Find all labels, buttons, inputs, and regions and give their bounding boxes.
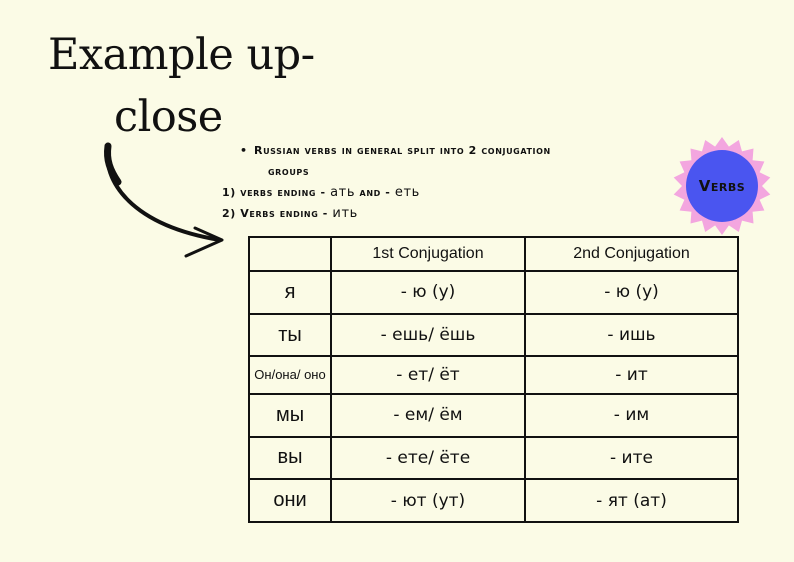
first-ending-cell: - ете/ ёте xyxy=(330,435,526,481)
header-first-conjugation: 1st Conjugation xyxy=(330,236,526,272)
title-line-2: close xyxy=(114,92,223,142)
header-pronoun xyxy=(248,236,332,272)
second-ending-cell: - ит xyxy=(524,355,739,395)
second-ending-cell: - ишь xyxy=(524,312,739,358)
conjugation-table: 1st Conjugation 2nd Conjugation я - ю (у… xyxy=(248,236,739,523)
first-ending-cell: - ю (у) xyxy=(330,270,526,315)
pronoun-cell: они xyxy=(248,478,332,523)
table-row: я - ю (у) - ю (у) xyxy=(248,270,739,315)
title-line-1: Example up- xyxy=(48,30,315,80)
badge-circle xyxy=(686,150,758,222)
first-ending-cell: - ешь/ ёшь xyxy=(330,312,526,358)
note-bullet: • Russian verbs in general split into 2 … xyxy=(222,140,682,182)
verbs-badge-icon xyxy=(673,137,771,235)
first-ending-cell: - ет/ ёт xyxy=(330,355,526,395)
second-ending-cell: - ю (у) xyxy=(524,270,739,315)
curved-arrow-icon xyxy=(104,142,224,258)
note-item-2-ending: ить xyxy=(332,206,358,221)
notes-block: • Russian verbs in general split into 2 … xyxy=(222,140,682,224)
note-item-2-prefix: 2) Verbs ending - xyxy=(222,207,333,220)
table-header-row: 1st Conjugation 2nd Conjugation xyxy=(248,236,739,272)
page-title: Example up- close xyxy=(48,24,348,148)
note-item-1-prefix: 1) verbs ending - xyxy=(222,186,331,199)
pronoun-cell: мы xyxy=(248,392,332,438)
table-row: они - ют (ут) - ят (ат) xyxy=(248,478,739,523)
note-item-1: 1) verbs ending - ать and - еть xyxy=(222,182,682,203)
first-ending-cell: - ют (ут) xyxy=(330,478,526,523)
pronoun-cell: я xyxy=(248,270,332,315)
second-ending-cell: - ят (ат) xyxy=(524,478,739,523)
pronoun-cell: Он/она/ оно xyxy=(248,355,332,395)
table-row: ты - ешь/ ёшь - ишь xyxy=(248,312,739,358)
pronoun-cell: вы xyxy=(248,435,332,481)
second-ending-cell: - им xyxy=(524,392,739,438)
note-item-1-ending-1: ать xyxy=(330,185,356,200)
note-item-1-and: and - xyxy=(355,186,395,199)
verbs-badge-label: Verbs xyxy=(698,177,746,195)
table-row: вы - ете/ ёте - ите xyxy=(248,435,739,481)
pronoun-cell: ты xyxy=(248,312,332,358)
table-row: мы - ем/ ём - им xyxy=(248,392,739,438)
note-item-2: 2) Verbs ending - ить xyxy=(222,203,682,224)
table-row: Он/она/ оно - ет/ ёт - ит xyxy=(248,355,739,395)
note-bullet-text: Russian verbs in general split into 2 co… xyxy=(254,144,551,157)
note-bullet-continuation: groups xyxy=(268,165,310,178)
note-item-1-ending-2: еть xyxy=(394,185,420,200)
second-ending-cell: - ите xyxy=(524,435,739,481)
bullet-dot-icon: • xyxy=(240,144,248,157)
first-ending-cell: - ем/ ём xyxy=(330,392,526,438)
header-second-conjugation: 2nd Conjugation xyxy=(524,236,739,272)
